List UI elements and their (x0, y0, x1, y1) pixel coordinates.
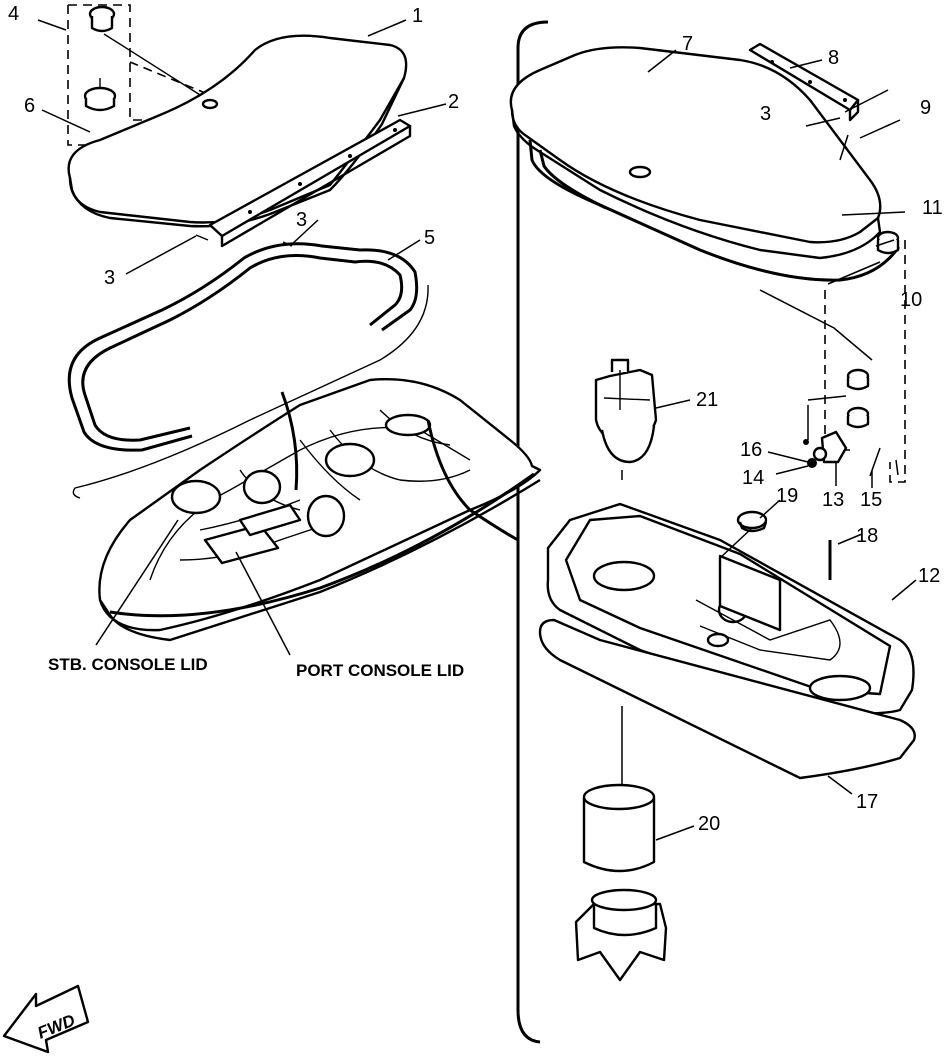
callout-3a: 3 (296, 209, 307, 231)
callout-17: 17 (856, 791, 878, 813)
callout-3b: 3 (104, 267, 115, 289)
latch-pieces (803, 368, 870, 445)
part-7-port-lid (509, 46, 882, 260)
callout-9: 9 (920, 97, 931, 119)
callout-8: 8 (828, 47, 839, 69)
part-12-console-tray (546, 502, 915, 715)
port-lid-group (509, 42, 916, 982)
part-6-latch-base-icon (83, 78, 117, 112)
part-5-seal-gasket (67, 242, 419, 452)
callout-14: 14 (742, 467, 764, 489)
stb-lid-group (67, 4, 429, 499)
stb-lid-leader (95, 519, 179, 646)
callout-18: 18 (856, 525, 878, 547)
part-21-cup-holder (594, 358, 658, 464)
part-10-latch-cap-icon (876, 230, 900, 255)
callout-6: 6 (24, 95, 35, 117)
port-console-lid-label: PORT CONSOLE LID (296, 661, 464, 680)
callout-4: 4 (8, 3, 19, 25)
part-11-lid-seal (528, 139, 900, 282)
callout-20: 20 (698, 813, 720, 835)
boat-hull-illustration (98, 378, 542, 642)
callout-11: 11 (922, 197, 943, 219)
callout-16: 16 (740, 439, 762, 461)
part-17-tray-gasket (538, 618, 916, 780)
fwd-arrow-icon: FWD (2, 984, 90, 1054)
part-20-cup-sleeve (582, 783, 656, 873)
part-1-stb-lid (67, 34, 408, 228)
callout-5: 5 (424, 227, 435, 249)
section-divider-bracket (516, 20, 549, 1044)
stb-console-lid-label: STB. CONSOLE LID (48, 655, 208, 674)
callout-2: 2 (448, 91, 459, 113)
callout-1: 1 (412, 5, 423, 27)
callout-21: 21 (696, 389, 718, 411)
part-19-ring (736, 510, 768, 533)
port-lid-leader (235, 551, 291, 656)
callout-leaders (37, 19, 917, 841)
callout-12: 12 (918, 565, 940, 587)
callout-10: 10 (900, 289, 922, 311)
callout-numbers: 1 2 3 3 3 4 5 6 7 8 9 10 11 12 13 14 15 … (8, 3, 943, 835)
part-16-nut-icon (812, 446, 828, 462)
callout-7: 7 (682, 33, 693, 55)
callout-3c: 3 (760, 103, 771, 125)
callout-15: 15 (860, 489, 882, 511)
callout-13: 13 (822, 489, 844, 511)
latch-dashed-box (824, 240, 906, 483)
cup-holder-base (574, 888, 668, 982)
callout-19: 19 (776, 485, 798, 507)
part-4-cap-icon (88, 5, 116, 33)
part-2-hinge (208, 118, 412, 248)
